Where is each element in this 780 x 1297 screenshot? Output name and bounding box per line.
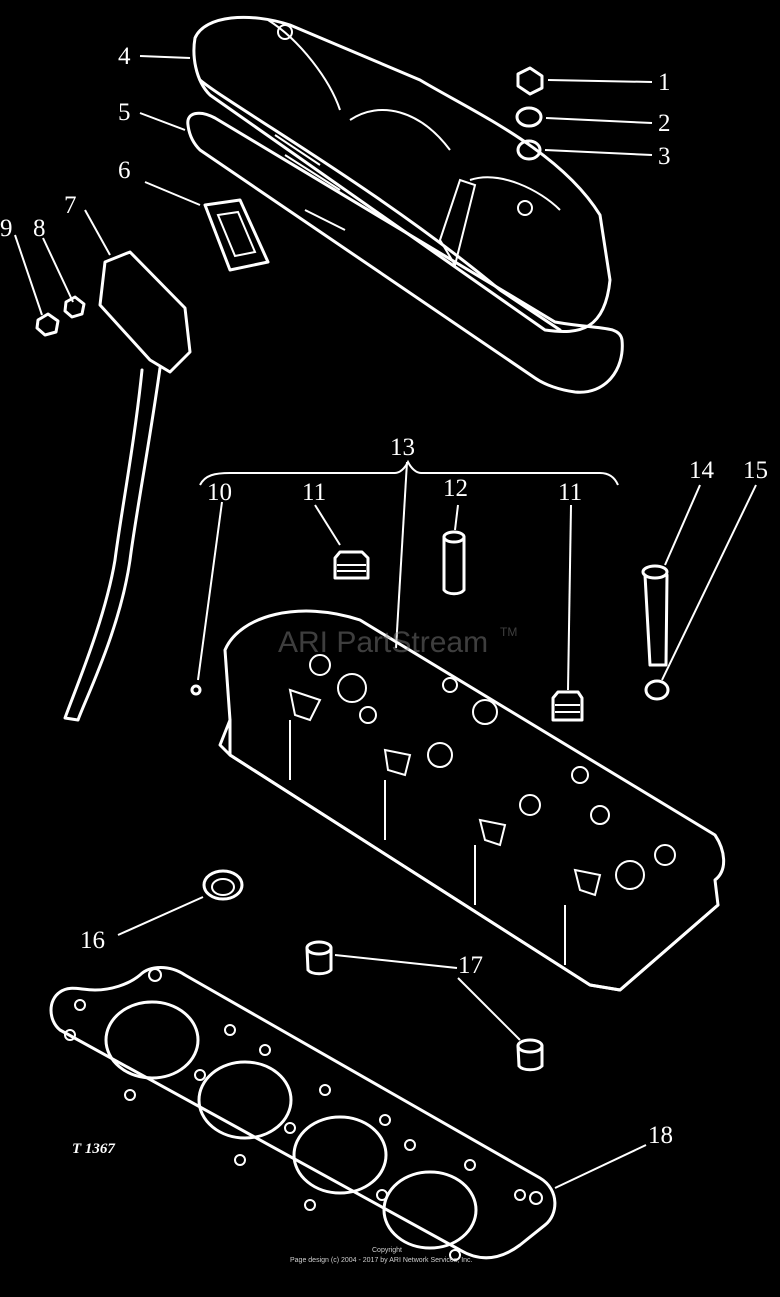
- callout-11b: 11: [558, 479, 582, 506]
- seal-ring-part-16[interactable]: [202, 869, 244, 901]
- callout-7: 7: [64, 192, 77, 219]
- callout-3: 3: [658, 143, 671, 170]
- seal-plate-part[interactable]: [203, 198, 270, 272]
- head-gasket-part-18[interactable]: [49, 966, 557, 1261]
- callout-11a: 11: [302, 479, 326, 506]
- nut-part-1[interactable]: [516, 66, 544, 96]
- plug-part-11b[interactable]: [551, 690, 584, 722]
- washer-part-2[interactable]: [515, 106, 543, 128]
- leader-lines: [14, 55, 757, 1189]
- figure-id: T 1367: [72, 1141, 115, 1157]
- nut-part-8[interactable]: [63, 295, 86, 319]
- callout-5: 5: [118, 99, 131, 126]
- breather-tube-part[interactable]: [63, 250, 192, 722]
- head-bolt-part-14[interactable]: [641, 564, 669, 667]
- cylinder-head-part[interactable]: [218, 609, 726, 992]
- plug-part-11a[interactable]: [333, 550, 370, 580]
- callout-16: 16: [80, 927, 105, 954]
- callout-2: 2: [658, 110, 671, 137]
- callout-15: 15: [743, 457, 768, 484]
- washer-part-15[interactable]: [644, 679, 670, 701]
- callout-6: 6: [118, 157, 131, 184]
- washer-part-3[interactable]: [516, 139, 542, 161]
- callout-8: 8: [33, 215, 46, 242]
- callout-13: 13: [390, 434, 415, 461]
- callout-14: 14: [689, 457, 715, 484]
- copyright-line1: Copyright: [372, 1247, 402, 1254]
- watermark: ARI PartStream: [278, 626, 488, 659]
- dowel-part-17b[interactable]: [516, 1038, 544, 1072]
- callout-12: 12: [443, 475, 468, 502]
- valve-cover-part[interactable]: [192, 15, 612, 334]
- nut-part-9[interactable]: [35, 312, 60, 337]
- dowel-part-12[interactable]: [442, 530, 466, 596]
- callout-10: 10: [207, 479, 232, 506]
- dowel-part-17a[interactable]: [305, 940, 333, 976]
- callout-18: 18: [648, 1122, 673, 1149]
- callout-9: 9: [0, 215, 13, 242]
- valve-cover-gasket-part[interactable]: [186, 111, 624, 394]
- callout-1: 1: [658, 69, 671, 96]
- callout-17: 17: [458, 952, 483, 979]
- pin-part-10[interactable]: [190, 684, 202, 696]
- callout-4: 4: [118, 43, 131, 70]
- watermark-tm: TM: [500, 625, 517, 639]
- copyright-line2: Page design (c) 2004 - 2017 by ARI Netwo…: [290, 1257, 473, 1264]
